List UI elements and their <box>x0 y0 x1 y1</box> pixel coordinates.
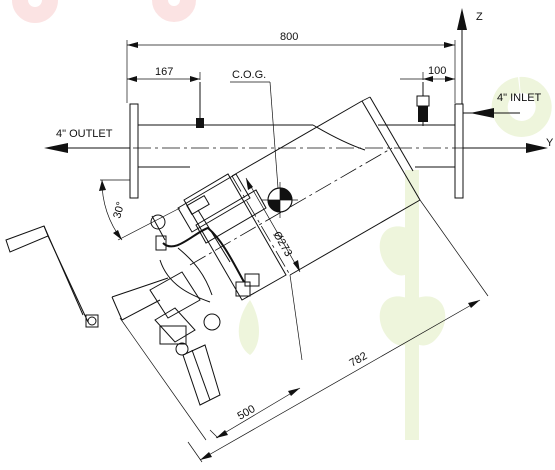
dim-overall <box>126 40 456 103</box>
handle <box>5 225 99 328</box>
cog-label: C.O.G. <box>232 69 266 81</box>
cog-valve <box>196 82 204 128</box>
inlet-label: 4" INLET <box>497 92 542 104</box>
y-axis-arrow <box>463 143 548 153</box>
dim-inlet-offset <box>400 72 455 82</box>
y-axis-label: Y <box>546 137 554 149</box>
filter-body <box>231 96 421 276</box>
clamp-yoke <box>150 194 260 331</box>
outlet-label: 4" OUTLET <box>56 128 113 140</box>
inlet-arrow <box>463 108 520 118</box>
dim-depth <box>119 274 303 441</box>
dim-inlet-offset-label: 100 <box>428 65 446 77</box>
z-axis-label: Z <box>476 11 483 23</box>
drain-assembly <box>111 271 221 406</box>
z-axis-arrow <box>457 8 467 104</box>
outlet-arrow <box>44 143 130 153</box>
inlet-valve <box>416 82 430 126</box>
watermark-logo-red <box>12 0 196 23</box>
cover-flange <box>177 173 287 301</box>
watermark-leaf-green <box>238 76 552 440</box>
dim-diameter <box>245 177 301 273</box>
inlet-flange <box>454 103 464 199</box>
dim-depth-label: 500 <box>236 403 258 423</box>
dim-cog-offset-label: 167 <box>155 66 173 78</box>
dim-cog-offset <box>127 72 201 82</box>
cog-leader-drop <box>269 81 279 189</box>
cog-symbol <box>262 182 298 218</box>
outlet-flange <box>129 103 139 199</box>
body-centerline-cross <box>231 175 291 276</box>
dim-body-length-label: 782 <box>348 350 370 370</box>
dim-overall-label: 800 <box>280 31 298 43</box>
dim-angle <box>99 179 181 241</box>
dim-angle-label: 30° <box>111 201 127 220</box>
dim-body-length <box>187 199 489 463</box>
pipe <box>138 124 455 168</box>
